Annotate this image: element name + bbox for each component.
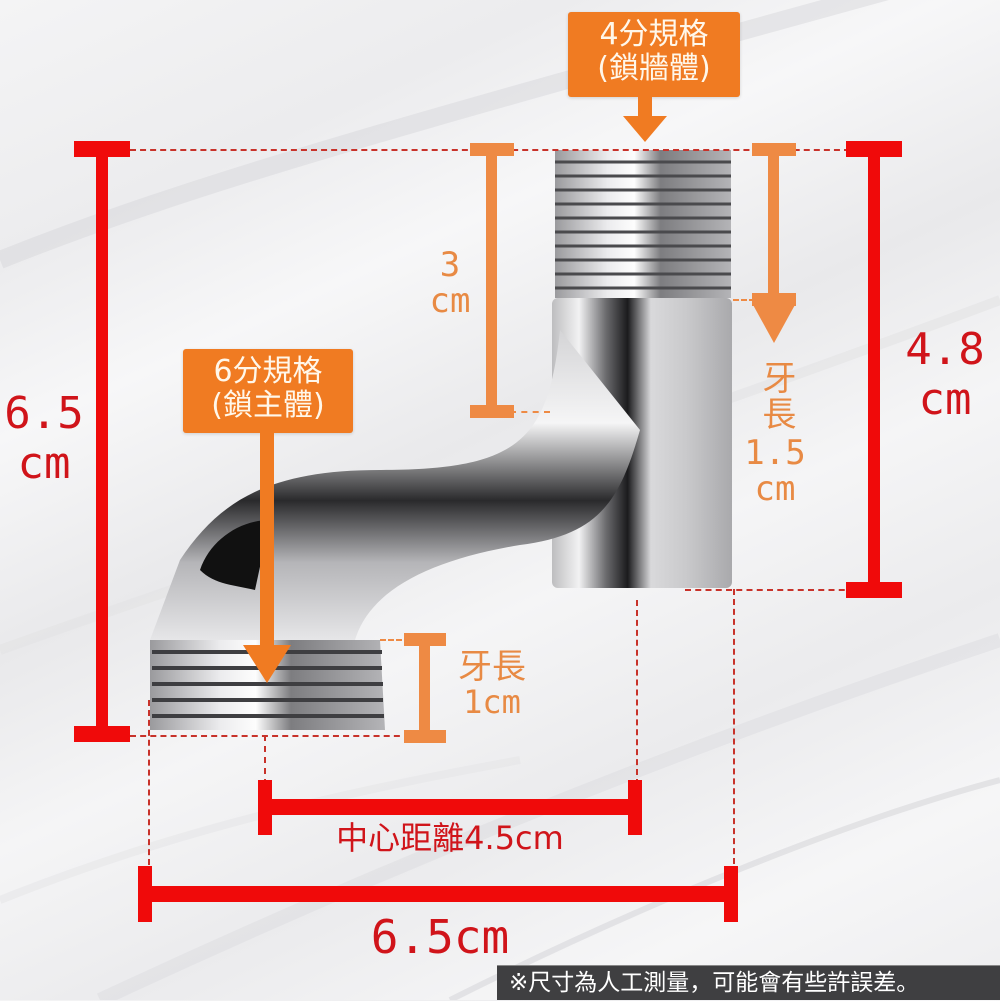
callout-left-arrow-shaft (260, 433, 274, 651)
callout-wall-side-spec: 4分規格 (鎖牆體) (568, 12, 740, 97)
callout-top-line2: (鎖牆體) (597, 50, 711, 86)
top-thread-value: 1.5 (744, 433, 806, 473)
bottom-thread-label: 牙長 (458, 647, 526, 687)
top-thread (555, 150, 731, 298)
guide-3cm-end (510, 411, 550, 413)
callout-top-line1: 4分規格 (599, 17, 709, 52)
guide-left-center (264, 735, 266, 785)
total-height-unit: cm (17, 438, 71, 489)
callout-body-side-spec: 6分規格 (鎖主體) (183, 349, 353, 433)
guide-bottom-thread-top (380, 639, 410, 641)
guide-bottom-left (130, 735, 410, 737)
callout-left-line1: 6分規格 (213, 354, 323, 389)
guide-thread-top-end (733, 299, 763, 301)
callout-left-line2: (鎖主體) (211, 387, 325, 423)
arrow-down-icon (243, 645, 291, 683)
arrow-down-icon (752, 303, 796, 343)
right-height-value: 4.8 (905, 324, 985, 375)
guide-right-edge (733, 589, 735, 874)
bottom-thread-value: 1cm (463, 682, 521, 721)
top-thread-unit: cm (754, 468, 796, 509)
guide-body-bottom (685, 589, 855, 591)
right-height-unit: cm (918, 374, 972, 425)
upper-offset-value: 3 (439, 245, 461, 285)
top-thread-label: 牙長 (755, 360, 796, 432)
total-width-label: 6.5cm (370, 910, 510, 964)
guide-left-edge (148, 700, 150, 875)
upper-offset-unit: cm (429, 280, 471, 321)
guide-right-center (636, 600, 638, 785)
center-distance-label: 中心距離4.5cm (336, 819, 564, 857)
arrow-down-icon (623, 96, 667, 142)
measurement-disclaimer: ※尺寸為人工測量，可能會有些許誤差。 (497, 965, 1000, 1000)
total-height-value: 6.5 (4, 388, 84, 439)
